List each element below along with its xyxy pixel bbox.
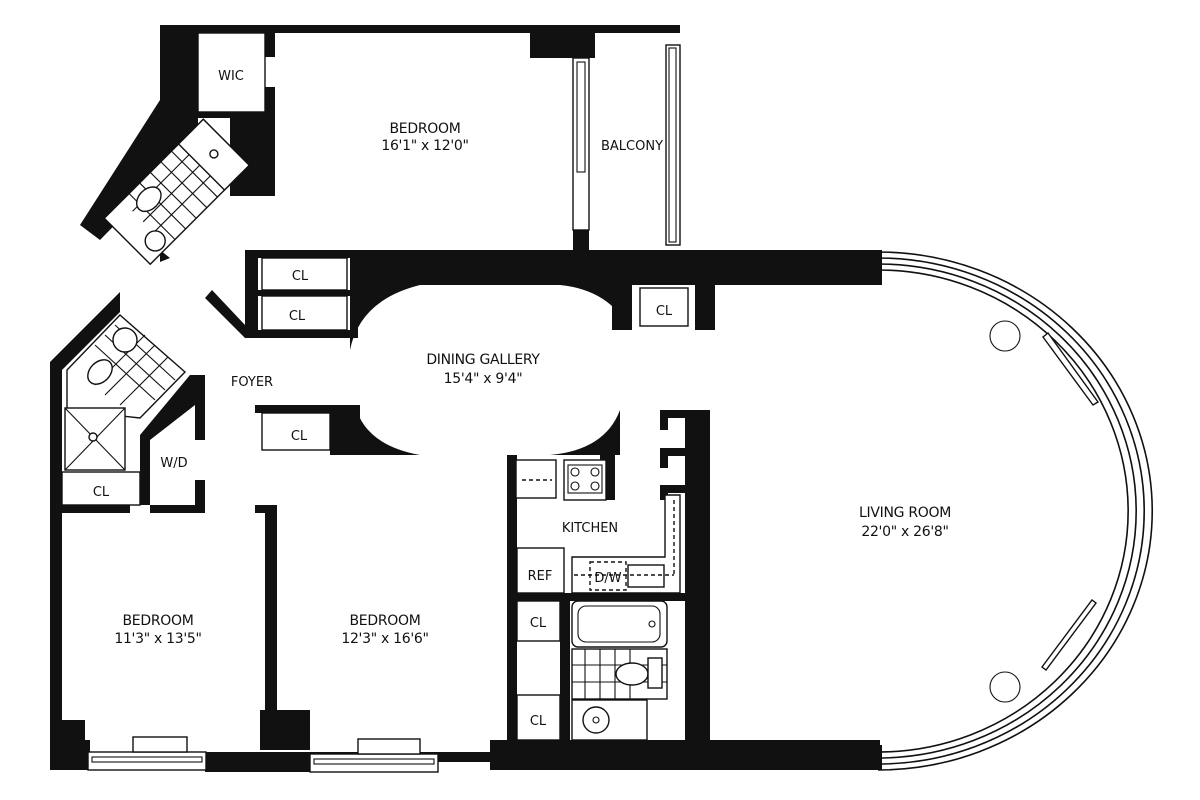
left-wing-walls xyxy=(50,292,310,772)
central-walls xyxy=(255,250,880,455)
closet-label: CL xyxy=(289,309,306,324)
closet-left xyxy=(61,471,141,506)
counter xyxy=(515,459,557,499)
dining-dims: 15'4" x 9'4" xyxy=(444,371,523,387)
balcony-label: BALCONY xyxy=(601,139,663,154)
closet-label: CL xyxy=(292,269,309,284)
balcony-door xyxy=(572,44,681,246)
closet-hall-2 xyxy=(516,694,561,741)
closet-hall-1 xyxy=(516,600,561,642)
wic-closet xyxy=(197,32,266,113)
refrigerator xyxy=(516,547,565,594)
closet-label: CL xyxy=(291,429,308,444)
foyer-closets-top xyxy=(205,250,358,338)
closet-dining xyxy=(639,287,689,327)
kitchen-walls xyxy=(490,410,880,770)
wic-label: WIC xyxy=(218,69,244,84)
closet-label: CL xyxy=(93,485,110,500)
living-room-dims: 22'0" x 26'8" xyxy=(861,524,948,540)
kitchen-sink-icon xyxy=(627,564,665,588)
bedroom-left-dims: 11'3" x 13'5" xyxy=(114,631,201,647)
kitchen-label: KITCHEN xyxy=(562,521,618,536)
sink-icon xyxy=(582,706,610,734)
ref-label: REF xyxy=(528,569,553,584)
column-icon xyxy=(989,671,1021,703)
master-bedroom-dims: 16'1" x 12'0" xyxy=(381,138,468,154)
living-room-curved-window xyxy=(862,250,1153,771)
bedroom-mid-dims: 12'3" x 16'6" xyxy=(341,631,428,647)
toilet-icon xyxy=(615,662,649,686)
master-bedroom-walls xyxy=(80,25,680,262)
sink-icon xyxy=(112,327,138,353)
living-room-name: LIVING ROOM xyxy=(859,505,951,521)
dishwasher xyxy=(589,561,627,591)
closet-label: CL xyxy=(656,304,673,319)
master-bedroom-name: BEDROOM xyxy=(390,121,461,137)
bathtub-icon xyxy=(571,600,668,648)
closet-label: CL xyxy=(530,714,547,729)
master-bathroom xyxy=(103,118,251,266)
dining-name: DINING GALLERY xyxy=(426,352,540,368)
stove-icon xyxy=(563,459,607,501)
toilet-icon xyxy=(135,186,162,213)
closet-foyer xyxy=(261,412,331,451)
bedroom-left-name: BEDROOM xyxy=(123,613,194,629)
column-icon xyxy=(989,320,1021,352)
second-bathroom xyxy=(64,314,187,471)
foyer-label: FOYER xyxy=(231,375,273,390)
bedroom-mid-name: BEDROOM xyxy=(350,613,421,629)
third-bathroom xyxy=(571,600,668,741)
toilet-icon xyxy=(87,359,113,385)
dw-label: D/W xyxy=(594,571,621,586)
sink-icon xyxy=(144,230,166,252)
wd-label: W/D xyxy=(160,456,187,471)
closet-label: CL xyxy=(530,616,547,631)
bottom-windows xyxy=(50,736,490,773)
